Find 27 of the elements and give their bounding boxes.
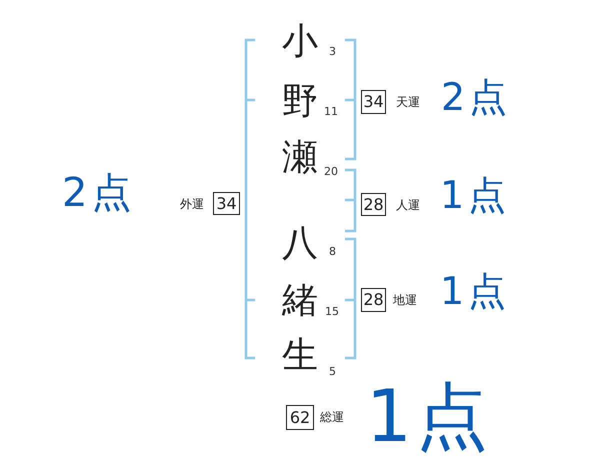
number-box: 28 [361, 193, 386, 216]
name-character: 生 [282, 338, 318, 374]
number-box: 28 [361, 288, 386, 312]
score-text: 2点 [441, 78, 512, 116]
score-text: 1点 [440, 176, 510, 214]
stroke-count: 15 [325, 306, 339, 317]
number-box: 62 [286, 405, 314, 430]
fortune-label: 天運 [396, 96, 420, 108]
fortune-label: 総運 [320, 411, 344, 423]
fortune-label: 地運 [393, 294, 417, 306]
name-character: 八 [282, 226, 318, 262]
name-character: 瀬 [282, 140, 318, 176]
stroke-count: 20 [324, 166, 338, 177]
fortune-label: 外運 [180, 198, 204, 210]
name-character: 緒 [282, 283, 318, 319]
stroke-count: 3 [329, 46, 336, 57]
stroke-count: 5 [329, 366, 336, 377]
stroke-count: 11 [324, 106, 338, 117]
number-box: 34 [213, 192, 240, 215]
score-text: 1点 [440, 272, 510, 310]
name-character: 野 [282, 84, 318, 120]
number-box: 34 [361, 90, 386, 114]
fortune-label: 人運 [396, 199, 420, 211]
score-text: 1点 [366, 380, 492, 452]
score-text: 2点 [62, 173, 136, 213]
stroke-count: 8 [329, 246, 336, 257]
name-character: 小 [282, 24, 318, 60]
